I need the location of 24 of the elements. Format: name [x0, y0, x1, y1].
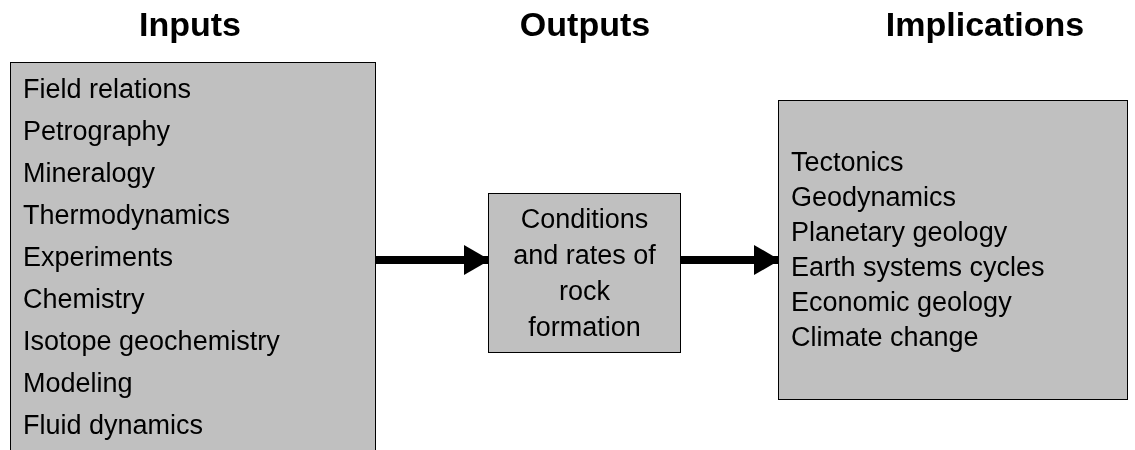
column-heading: Implications [885, 7, 1085, 41]
list-item: Experiments [23, 241, 174, 274]
list-item: Isotope geochemistry [23, 325, 280, 358]
process-box [778, 100, 1128, 400]
arrow [376, 245, 490, 275]
list-item: Fluid dynamics [23, 409, 204, 442]
list-item: Modeling [23, 367, 133, 400]
list-item: Thermodynamics [23, 199, 231, 232]
arrow [681, 245, 780, 275]
process-box [488, 193, 681, 353]
list-item: Chemistry [23, 283, 145, 316]
list-item: Geodynamics [791, 181, 957, 214]
list-item: Field relations [23, 73, 192, 106]
list-item: Earth systems cycles [791, 251, 1045, 284]
list-item: Climate change [791, 321, 979, 354]
column-heading: Inputs [139, 7, 241, 41]
list-item: Planetary geology [791, 216, 1008, 249]
box-label: Conditions and rates of rock formation [512, 203, 657, 344]
process-box [10, 62, 376, 450]
list-item: Tectonics [791, 146, 904, 179]
list-item: Petrography [23, 115, 171, 148]
list-item: Mineralogy [23, 157, 156, 190]
list-item: Economic geology [791, 286, 1012, 319]
column-heading: Outputs [519, 7, 651, 41]
